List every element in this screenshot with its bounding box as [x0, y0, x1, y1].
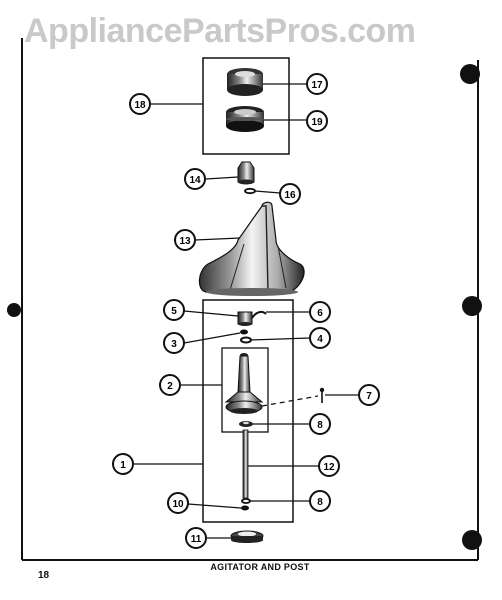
- binder-holes: [7, 64, 482, 550]
- callout-11: 11: [185, 527, 207, 549]
- callout-18: 18: [129, 93, 151, 115]
- svg-text:8: 8: [317, 420, 323, 431]
- spring-clip-part: [251, 310, 267, 319]
- callout-19: 19: [306, 110, 328, 132]
- svg-text:7: 7: [366, 391, 372, 402]
- svg-text:4: 4: [317, 334, 323, 345]
- callout-8-lower: 8: [309, 490, 331, 512]
- svg-text:14: 14: [189, 175, 201, 186]
- svg-text:16: 16: [284, 190, 296, 201]
- svg-text:11: 11: [191, 534, 202, 545]
- svg-text:3: 3: [171, 339, 177, 350]
- svg-text:6: 6: [317, 308, 323, 319]
- washer-part-3: [240, 329, 248, 335]
- callout-13: 13: [174, 229, 196, 251]
- callout-16: 16: [279, 183, 301, 205]
- callout-3: 3: [163, 332, 185, 354]
- page-number: 18: [38, 570, 50, 581]
- callout-12: 12: [318, 455, 340, 477]
- callout-2: 2: [159, 374, 181, 396]
- svg-text:12: 12: [323, 462, 335, 473]
- svg-text:8: 8: [317, 497, 323, 508]
- svg-text:1: 1: [120, 460, 126, 471]
- cap-seal-part: [226, 106, 264, 132]
- cap-assembly-box: [202, 57, 290, 155]
- callout-17: 17: [306, 73, 328, 95]
- seal-part-upper: [239, 421, 253, 427]
- diagram-caption: AGITATOR AND POST: [210, 562, 310, 572]
- post-part: [224, 353, 264, 414]
- barrel-cap-part: [237, 161, 255, 185]
- seal-part-lower: [241, 498, 251, 504]
- drive-shaft-part: [242, 429, 249, 499]
- post-assembly-box: [202, 299, 294, 523]
- washer-part-4: [240, 336, 252, 344]
- ring-part: [244, 187, 256, 195]
- svg-text:19: 19: [311, 117, 323, 128]
- callout-1: 1: [112, 453, 134, 475]
- callout-5: 5: [163, 299, 185, 321]
- screw-part: [319, 387, 325, 403]
- watermark: AppliancePartsPros.com: [24, 12, 416, 50]
- svg-text:17: 17: [311, 80, 323, 91]
- base-seal-part: [230, 530, 264, 543]
- svg-text:18: 18: [134, 100, 146, 111]
- callout-8-upper: 8: [309, 413, 331, 435]
- callout-14: 14: [184, 168, 206, 190]
- agitator-cap-part: [227, 68, 263, 96]
- agitator-part: [198, 201, 305, 296]
- svg-text:2: 2: [167, 381, 173, 392]
- svg-text:10: 10: [172, 499, 184, 510]
- washer-part-10: [241, 505, 249, 511]
- callout-4: 4: [309, 327, 331, 349]
- callout-6: 6: [309, 301, 331, 323]
- nut-part: [237, 311, 253, 326]
- callout-7: 7: [358, 384, 380, 406]
- svg-text:13: 13: [179, 236, 191, 247]
- svg-text:5: 5: [171, 306, 177, 317]
- callout-10: 10: [167, 492, 189, 514]
